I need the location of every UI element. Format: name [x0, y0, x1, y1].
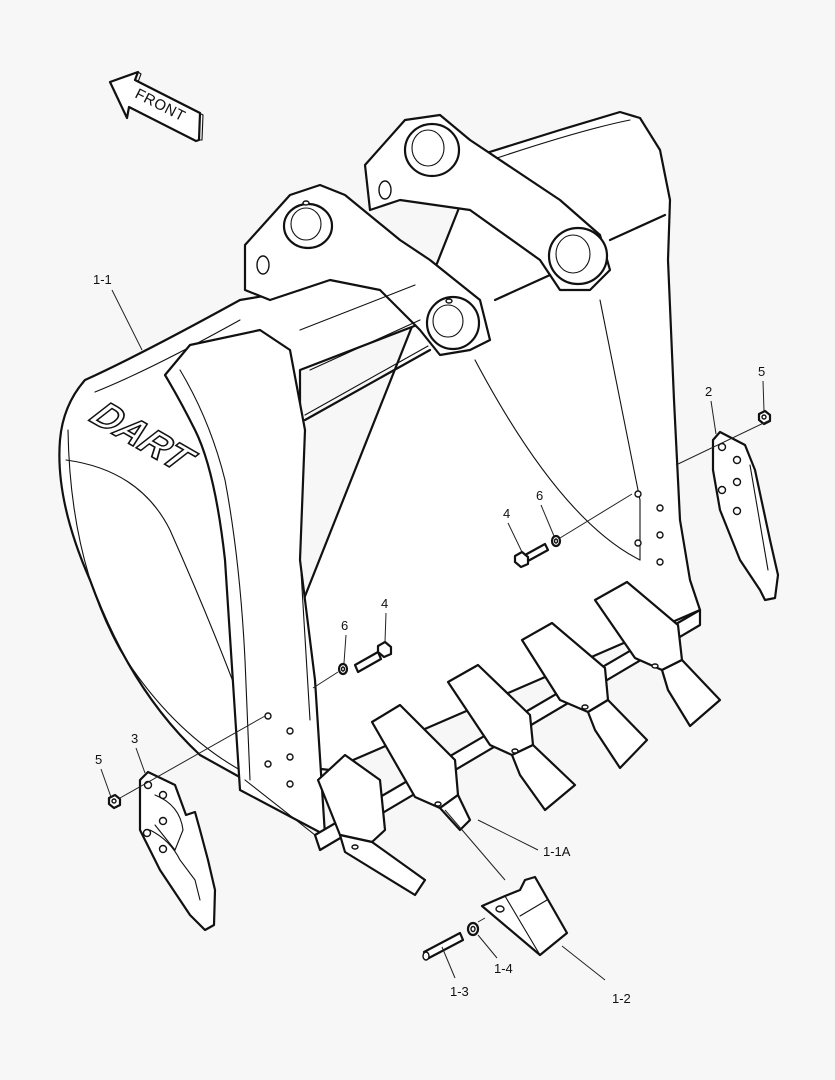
pin-boss-lower-left	[425, 295, 481, 351]
callout-4-lower: 4	[381, 596, 389, 611]
callout-6-upper: 6	[536, 488, 544, 503]
tooth-1	[316, 753, 427, 897]
washer-upper-part	[550, 534, 562, 548]
nut-right-part	[757, 409, 772, 426]
callout-6-lower: 6	[341, 618, 349, 633]
callout-1-1a: 1-1A	[543, 844, 571, 859]
callout-1-2: 1-2	[612, 991, 631, 1006]
tooth-tip-part	[480, 875, 569, 957]
nut-left-part	[107, 793, 122, 810]
teeth-row	[316, 580, 722, 897]
callout-1-3: 1-3	[450, 984, 469, 999]
right-side-bolt-holes	[634, 490, 664, 566]
callout-1-1: 1-1	[93, 272, 112, 287]
callout-5-left: 5	[95, 752, 103, 767]
tooth-3	[446, 663, 577, 812]
left-side-bolt-holes	[264, 712, 294, 788]
side-cutter-right-part	[711, 430, 780, 602]
callout-4-upper: 4	[503, 506, 511, 521]
washer-lower-part	[337, 662, 349, 676]
pin-boss-upper-left	[282, 200, 334, 250]
pin-boss-lower-right	[547, 226, 609, 286]
callout-3: 3	[131, 731, 139, 746]
front-arrow-icon: FRONT	[108, 70, 204, 143]
pin-boss-upper-right	[403, 122, 461, 178]
leader-lines	[100, 289, 771, 981]
bucket-body: DART	[58, 110, 702, 852]
retainer-washer-part	[466, 921, 480, 937]
tooth-5	[593, 580, 722, 728]
callout-2: 2	[705, 384, 713, 399]
side-cutter-left-part	[138, 770, 217, 932]
tooth-2	[370, 703, 472, 832]
callout-5-right: 5	[758, 364, 766, 379]
tooth-pin-part	[422, 931, 465, 961]
tooth-4	[520, 621, 649, 770]
callout-1-4: 1-4	[494, 961, 513, 976]
